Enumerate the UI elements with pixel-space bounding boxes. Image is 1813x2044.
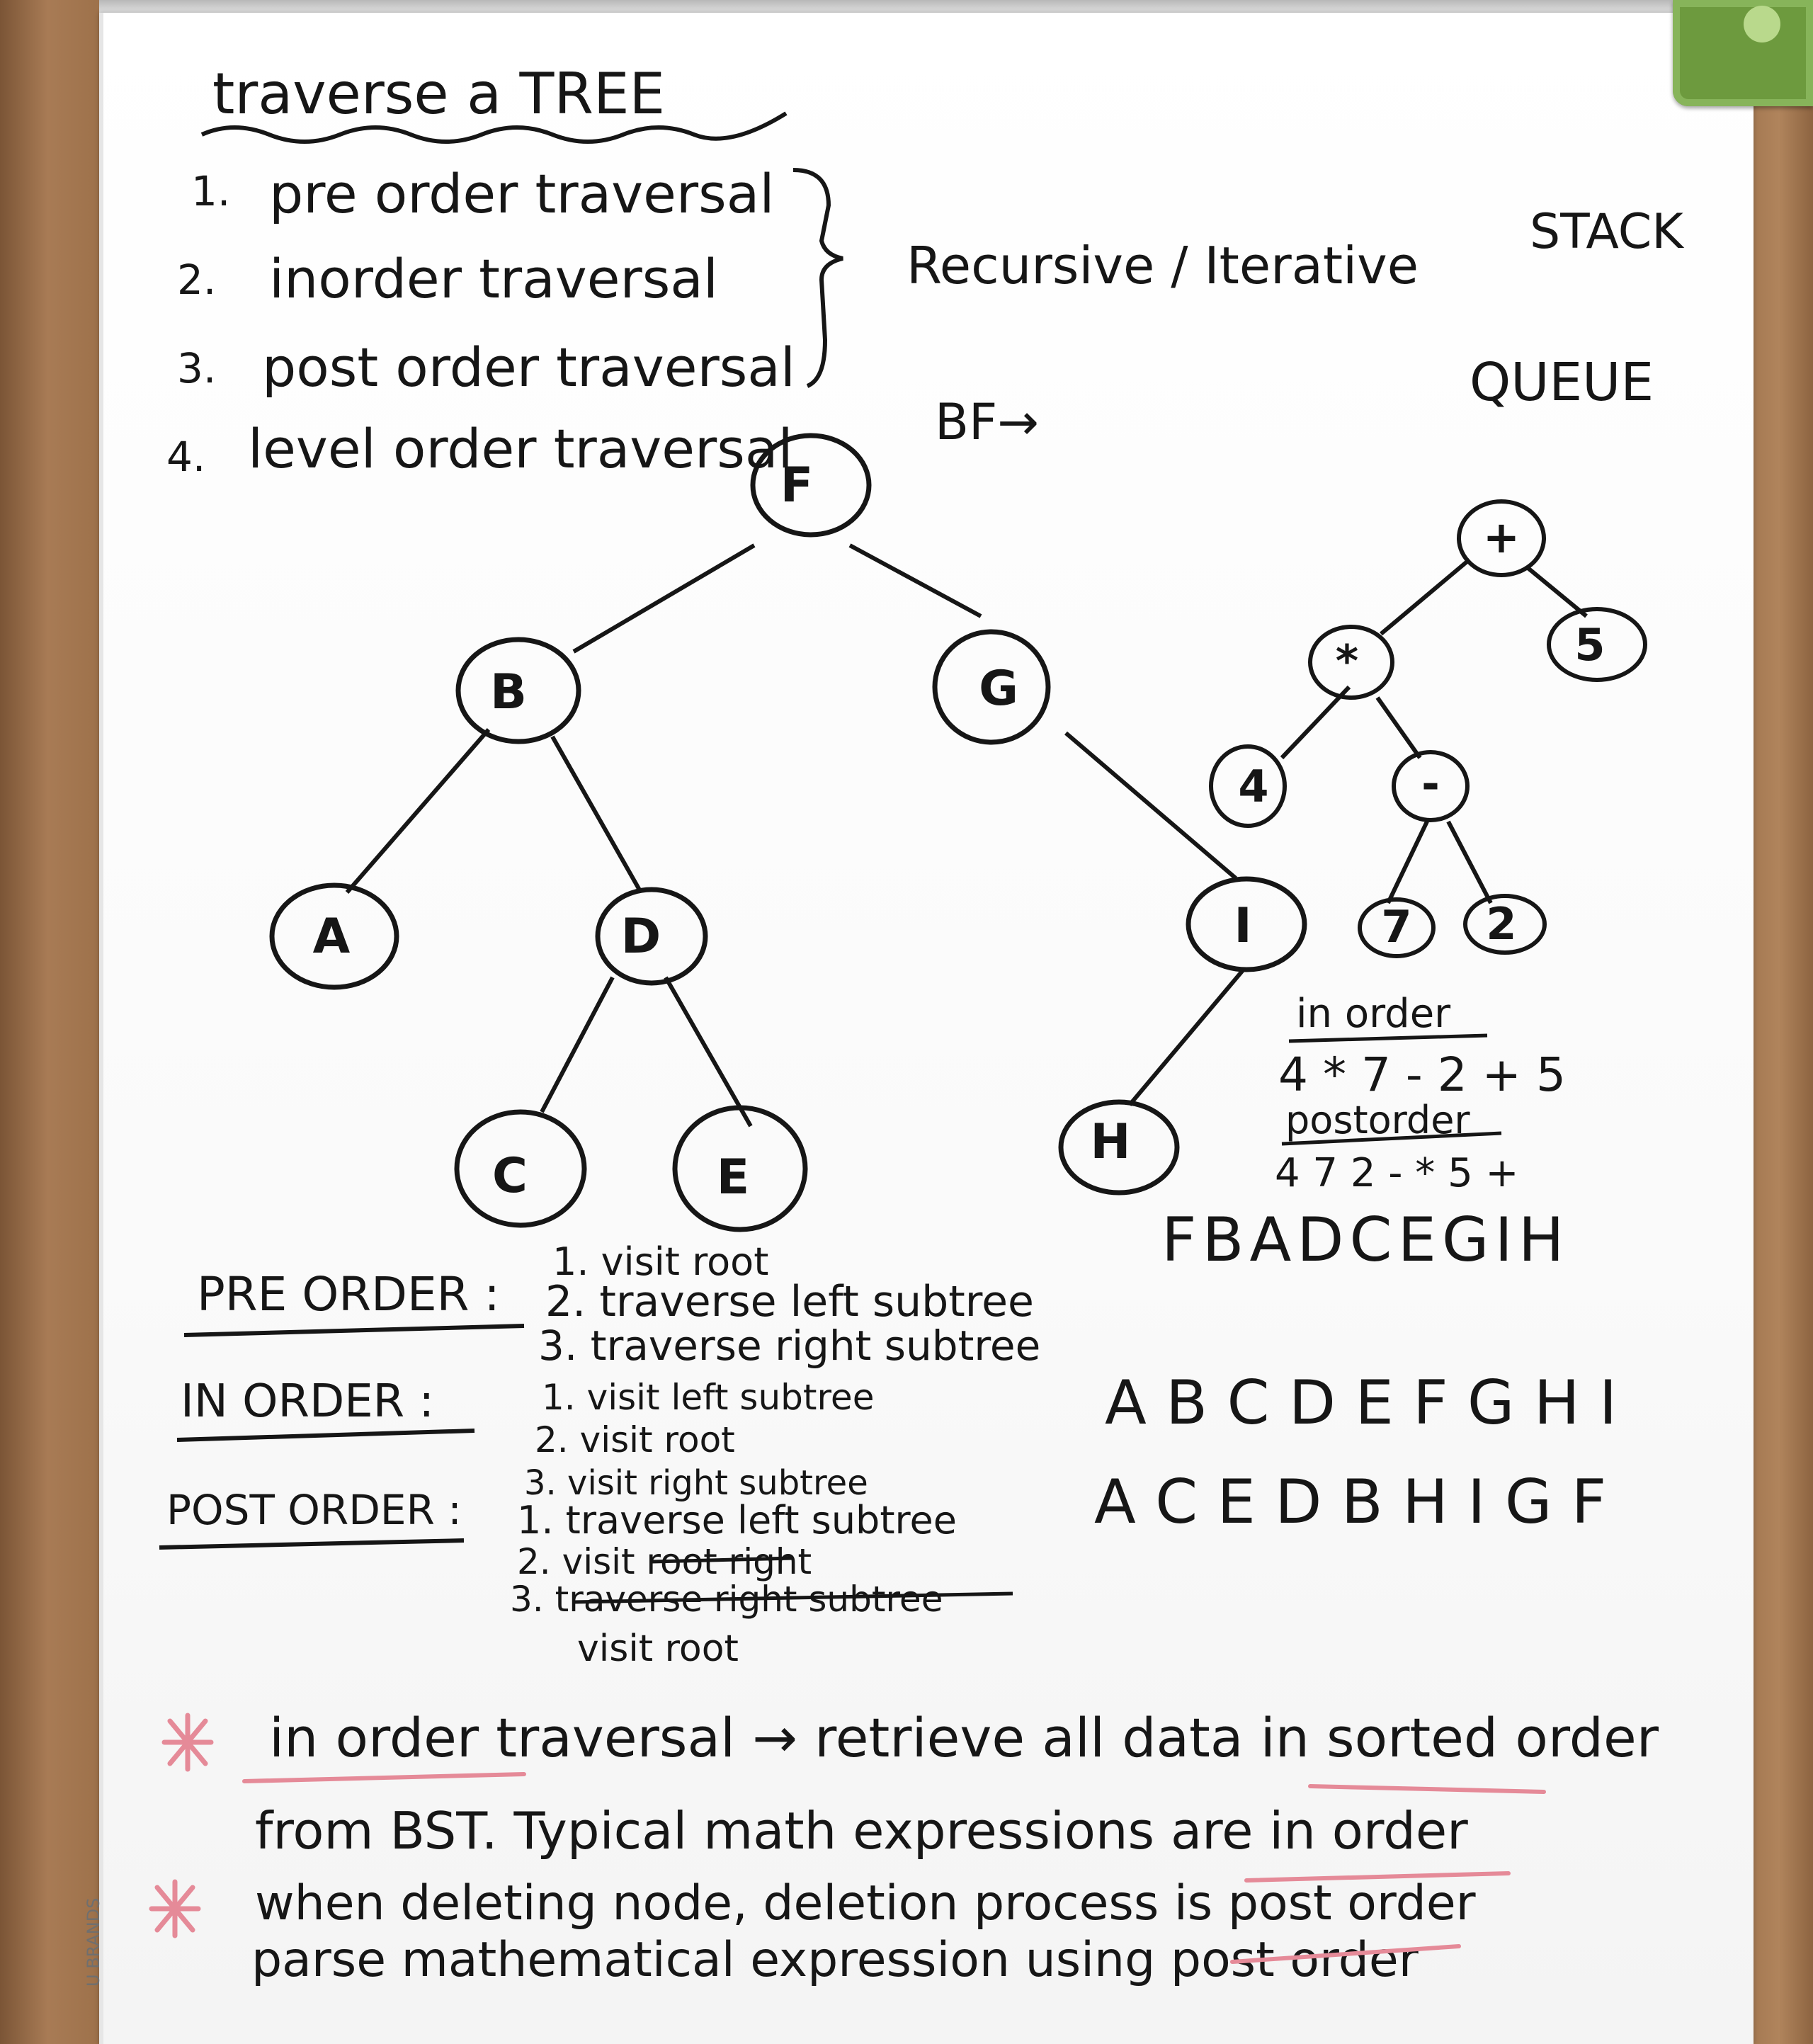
expression-tree-edges	[1280, 557, 1588, 904]
in-order-step: 1. visit left subtree	[542, 1377, 874, 1418]
tree-node-c: C	[492, 1148, 528, 1204]
tree-node-labels: F B G A D I C E H	[313, 458, 1252, 1205]
pre-order-result: FBADCEGIH	[1161, 1205, 1570, 1276]
pre-order-underline	[183, 1324, 525, 1337]
brand-text: U BRANDS	[84, 1898, 103, 1987]
expression-node-circle	[1358, 897, 1436, 958]
whiteboard	[99, 13, 1754, 2044]
expression-node-circle	[1547, 607, 1647, 682]
note-line: in order traversal → retrieve all data i…	[269, 1706, 1659, 1769]
magnet-logo-icon	[1744, 6, 1780, 42]
brace	[792, 168, 843, 388]
asterisk-icon	[161, 1713, 214, 1772]
expression-node-labels: + * 5 4 - 7 2	[1238, 511, 1605, 953]
in-order-label: IN ORDER :	[181, 1375, 434, 1428]
tree-node-i: I	[1234, 898, 1251, 954]
tree-node-circle	[750, 433, 872, 538]
bf-note: BF→	[935, 393, 1039, 451]
board-top-frame	[99, 0, 1749, 16]
pre-order-step: 3. traverse right subtree	[538, 1322, 1040, 1370]
magnet	[1673, 0, 1813, 106]
expression-node-plus: +	[1483, 511, 1520, 563]
corkboard-left	[0, 0, 106, 2044]
list-item-inorder: inorder traversal	[269, 247, 718, 310]
tree-node-circle	[454, 1109, 587, 1228]
tree-node-b: B	[490, 664, 527, 720]
expression-node-seven: 7	[1381, 901, 1411, 953]
tree-node-circle	[455, 637, 581, 744]
expression-in-order-underline	[1288, 1033, 1488, 1043]
tree-node-circle	[672, 1105, 808, 1232]
tree-edges	[345, 543, 1245, 1128]
expression-postorder-value: 4 7 2 - * 5 +	[1275, 1150, 1518, 1196]
tree-node-e: E	[717, 1149, 749, 1205]
tree-node-d: D	[621, 909, 661, 965]
tree-node-circle	[1058, 1099, 1180, 1196]
board-title: traverse a TREE	[212, 61, 665, 127]
expression-node-circle	[1209, 744, 1287, 828]
highlight-underlines	[242, 1772, 1546, 1964]
stack-note: STACK	[1530, 204, 1685, 260]
expression-in-order-label: in order	[1296, 991, 1451, 1037]
brand-logo: U BRANDS	[84, 1898, 103, 1987]
expression-postorder-underline	[1281, 1131, 1502, 1146]
strikethrough	[573, 1591, 1013, 1604]
list-number: 3.	[177, 344, 216, 392]
expression-tree-nodes	[1209, 499, 1647, 958]
tree-node-a: A	[313, 909, 351, 965]
strikethrough	[651, 1556, 794, 1564]
expression-node-minus: -	[1421, 758, 1440, 810]
list-item-level-order: level order traversal	[248, 417, 793, 480]
recursive-iterative-note: Recursive / Iterative	[906, 236, 1419, 295]
post-order-label: POST ORDER :	[166, 1486, 462, 1534]
in-order-underline	[176, 1429, 475, 1442]
tree-node-circle	[269, 882, 399, 990]
pre-order-step: 1. visit root	[552, 1239, 768, 1284]
post-order-step: 1. traverse left subtree	[517, 1498, 957, 1543]
expression-node-circle	[1392, 750, 1470, 822]
post-order-step: visit root	[577, 1628, 739, 1670]
post-order-result: A C E D B H I G F	[1094, 1467, 1606, 1538]
asterisk-icon	[149, 1879, 201, 1938]
tree-node-f: F	[780, 458, 813, 513]
expression-node-five: 5	[1574, 619, 1605, 671]
expression-in-order-value: 4 * 7 - 2 + 5	[1278, 1047, 1566, 1102]
pre-order-label: PRE ORDER :	[197, 1267, 500, 1322]
in-order-result: A B C D E F G H I	[1105, 1368, 1617, 1438]
in-order-step: 2. visit root	[535, 1419, 735, 1460]
tree-node-circle	[932, 629, 1051, 745]
tree-nodes	[269, 433, 1307, 1232]
list-number: 1.	[191, 167, 230, 215]
expression-node-circle	[1308, 625, 1394, 700]
tree-node-g: G	[979, 661, 1018, 717]
note-line: from BST. Typical math expressions are i…	[255, 1801, 1468, 1861]
list-item-pre-order: pre order traversal	[269, 162, 774, 225]
traversal-list: 1. pre order traversal 2. inorder traver…	[166, 162, 795, 481]
tree-node-circle	[595, 887, 708, 986]
post-order-underline	[159, 1538, 465, 1550]
tree-node-h: H	[1091, 1114, 1131, 1170]
expression-node-two: 2	[1486, 898, 1516, 950]
tree-node-circle	[1186, 876, 1307, 972]
list-number: 4.	[166, 433, 205, 481]
list-number: 2.	[177, 256, 216, 304]
in-order-step: 3. visit right subtree	[524, 1463, 868, 1503]
expression-node-circle	[1457, 499, 1546, 577]
note-line: when deleting node, deletion process is …	[255, 1875, 1476, 1931]
note-line: parse mathematical expression using post…	[251, 1932, 1419, 1988]
expression-node-four: 4	[1238, 761, 1268, 812]
expression-node-circle	[1463, 894, 1547, 955]
pre-order-step: 2. traverse left subtree	[545, 1277, 1034, 1327]
list-item-post-order: post order traversal	[262, 336, 795, 399]
expression-node-multiply: *	[1336, 635, 1358, 687]
title-underline	[200, 111, 788, 144]
queue-note: QUEUE	[1470, 352, 1654, 413]
